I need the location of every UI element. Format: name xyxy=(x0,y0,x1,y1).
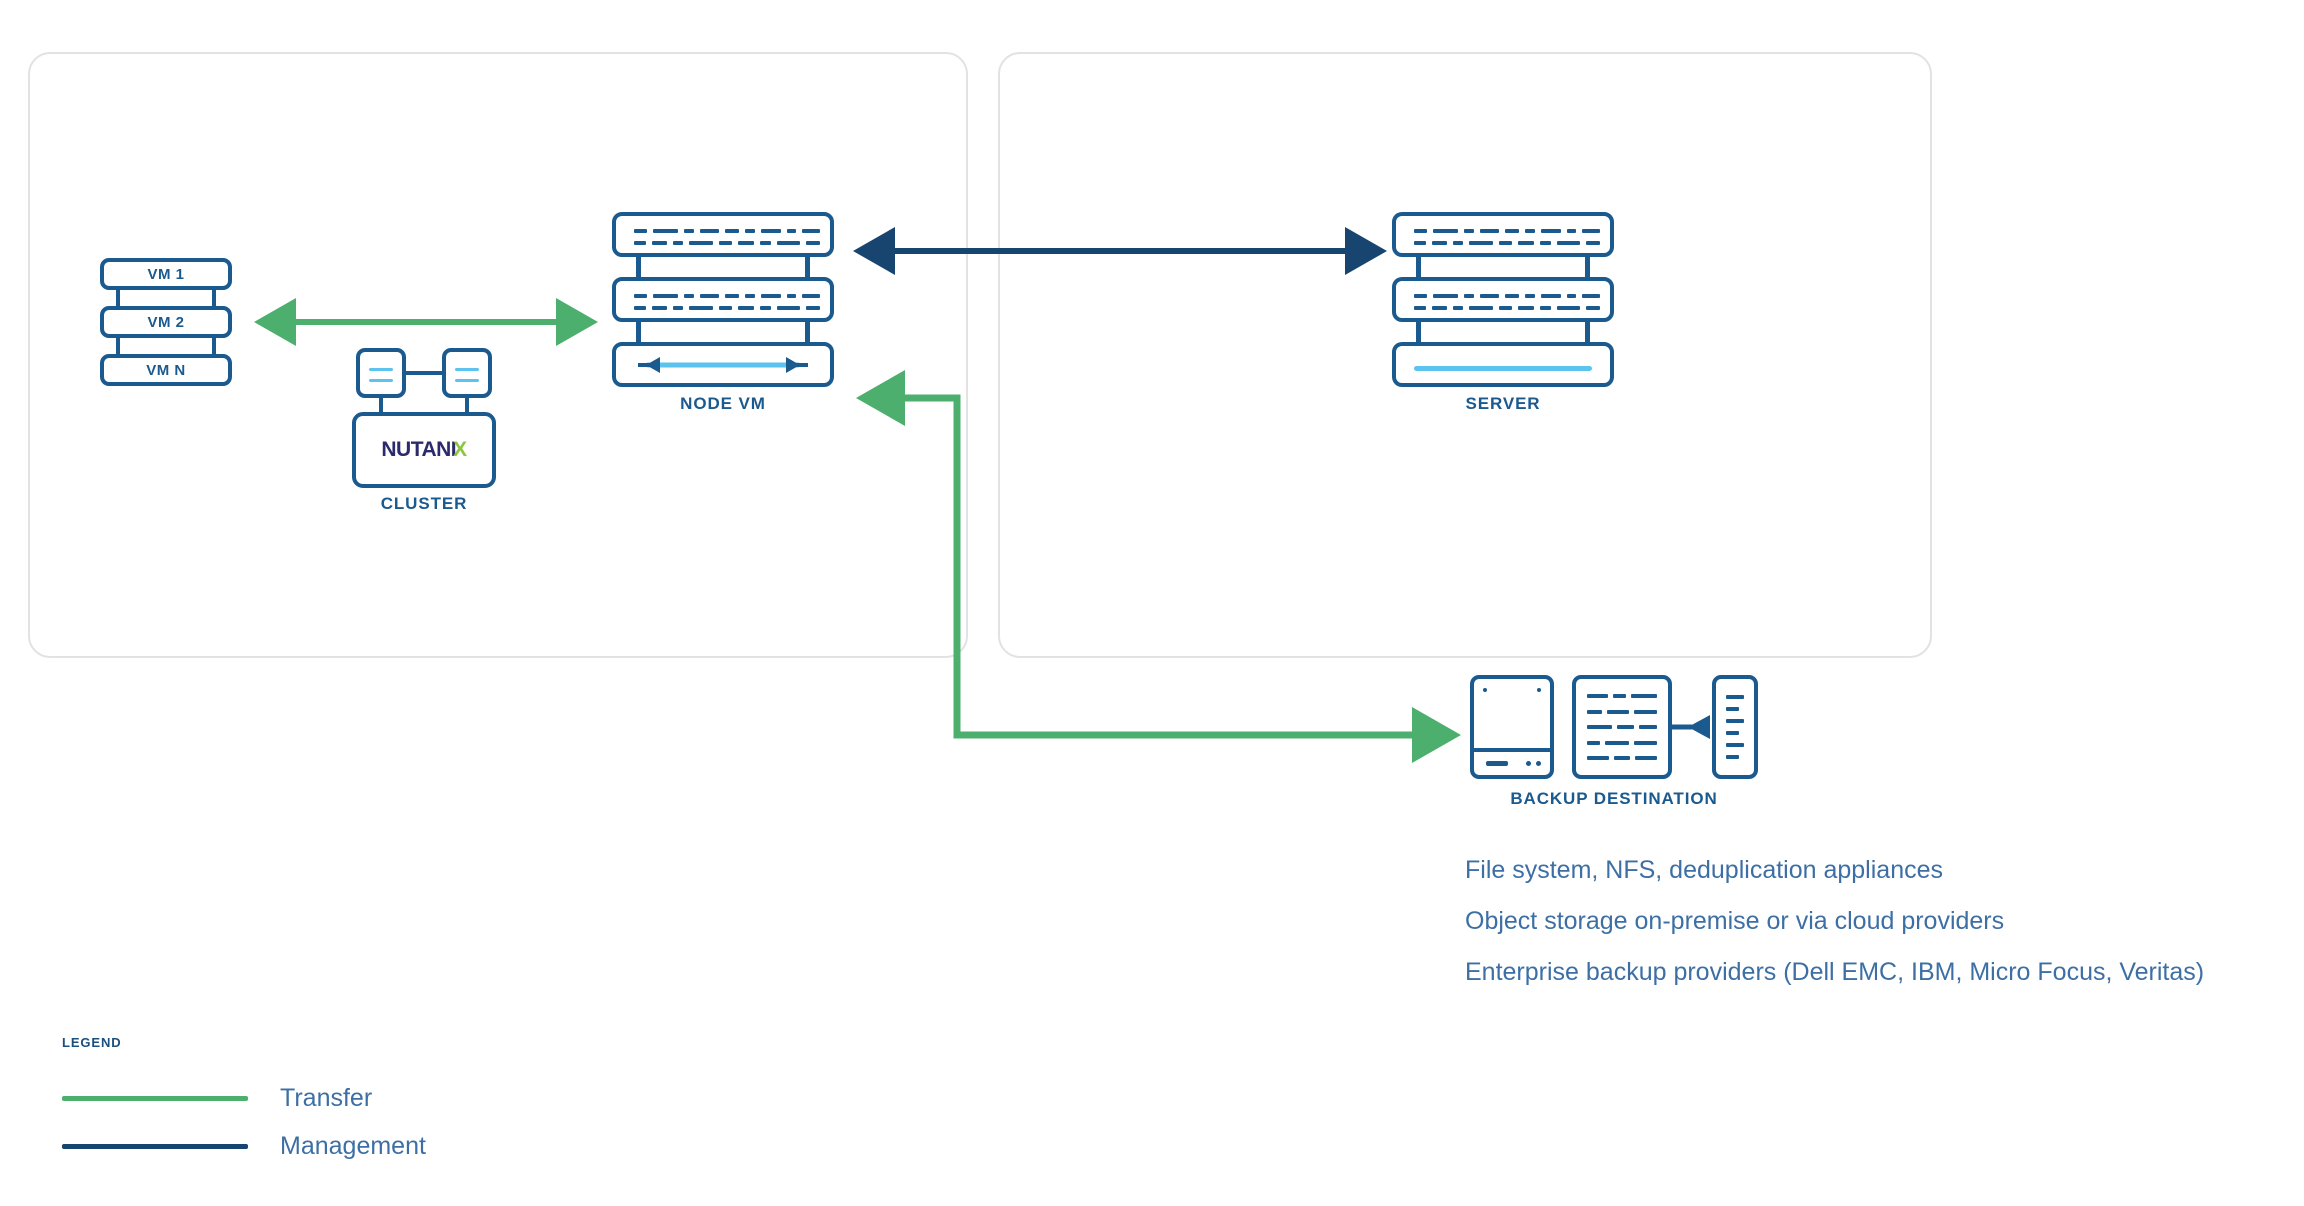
node-vm-box-middle xyxy=(612,277,834,322)
rack-connector-stub xyxy=(1416,257,1421,277)
rack-connector-stub xyxy=(1416,322,1421,342)
rack-connector-stub xyxy=(1585,322,1590,342)
disk-indicator-dot xyxy=(1536,761,1541,766)
vm-box-3: VM N xyxy=(100,354,232,386)
vm-box-1-label: VM 1 xyxy=(147,265,185,283)
disk-drive-icon xyxy=(1470,675,1554,779)
rack-connector-stub xyxy=(1585,257,1590,277)
cluster-caption: CLUSTER xyxy=(380,494,468,513)
cluster-node-box-left xyxy=(356,348,406,398)
archive-line xyxy=(1726,755,1739,759)
node-vm-caption: NODE VM xyxy=(680,394,766,413)
legend-swatch-management xyxy=(62,1143,248,1149)
archive-target-icon xyxy=(1712,675,1758,779)
legend-swatch-transfer xyxy=(62,1095,248,1101)
dash-row xyxy=(1414,306,1600,310)
disk-divider xyxy=(1474,748,1550,752)
server-box-middle xyxy=(1392,277,1614,322)
vm-connector-stub xyxy=(116,289,120,307)
server-box-top xyxy=(1392,212,1614,257)
dash-row xyxy=(634,294,820,298)
server-caption: SERVER xyxy=(1465,394,1541,413)
description-line: Object storage on-premise or via cloud p… xyxy=(1465,907,2005,935)
cluster-detail-line xyxy=(369,379,393,382)
vm-connector-stub xyxy=(116,337,120,355)
vm-box-1: VM 1 xyxy=(100,258,232,290)
legend-item-management: Management xyxy=(62,1122,482,1170)
legend-label-transfer: Transfer xyxy=(280,1083,373,1112)
disk-indicator-dot xyxy=(1526,761,1531,766)
nutanix-logo-x-accent: X xyxy=(453,438,467,461)
rack-connector-stub xyxy=(805,257,810,277)
vm-connector-stub xyxy=(212,289,216,307)
legend-title: LEGEND xyxy=(62,1035,122,1050)
dash-row xyxy=(634,241,820,245)
dash-row xyxy=(1414,229,1600,233)
disk-label-dash xyxy=(1486,761,1508,766)
legend-item-transfer: Transfer xyxy=(62,1074,482,1122)
cluster-detail-line xyxy=(455,368,479,371)
cluster-bridge-connector xyxy=(406,371,442,375)
archive-line xyxy=(1726,743,1744,747)
dash-row xyxy=(634,306,820,310)
cluster-vertical-connector xyxy=(379,398,383,414)
disk-screw-dot xyxy=(1537,688,1541,692)
grid-row xyxy=(1587,756,1657,760)
dash-row xyxy=(1414,294,1600,298)
grid-row xyxy=(1587,694,1657,698)
node-vm-box-bottom xyxy=(612,342,834,387)
node-vm-bidirectional-indicator xyxy=(638,357,808,373)
backup-destination-caption: BACKUP DESTINATION xyxy=(1510,789,1718,808)
server-icon: SERVER xyxy=(1392,212,1614,413)
legend: LEGEND Transfer Management xyxy=(62,1035,482,1170)
backup-destination-icon: BACKUP DESTINATION xyxy=(1470,675,1758,808)
grid-row xyxy=(1587,725,1657,729)
archive-line xyxy=(1726,695,1744,699)
cluster-vertical-connector xyxy=(465,398,469,414)
data-grid-icon xyxy=(1572,675,1672,779)
legend-label-management: Management xyxy=(280,1131,426,1160)
description-line: Enterprise backup providers (Dell EMC, I… xyxy=(1465,958,2205,986)
dash-row xyxy=(634,229,820,233)
cluster-detail-line xyxy=(455,379,479,382)
vm-box-2: VM 2 xyxy=(100,306,232,338)
vm-box-2-label: VM 2 xyxy=(147,313,185,331)
archive-line xyxy=(1726,707,1739,711)
description-line: File system, NFS, deduplication applianc… xyxy=(1465,856,1944,884)
node-vm-icon: NODE VM xyxy=(612,212,834,413)
server-status-line xyxy=(1414,366,1592,371)
backup-flow-arrow-icon xyxy=(1672,715,1710,739)
vm-stack: VM 1 VM 2 VM N xyxy=(100,258,232,386)
cluster-node-box-right xyxy=(442,348,492,398)
rack-connector-stub xyxy=(805,322,810,342)
dash-row xyxy=(1414,241,1600,245)
vm-box-3-label: VM N xyxy=(146,361,186,379)
server-box-bottom xyxy=(1392,342,1614,387)
nutanix-logo-text: NUTANI xyxy=(381,438,457,461)
rack-connector-stub xyxy=(636,257,641,277)
rack-connector-stub xyxy=(636,322,641,342)
archive-line xyxy=(1726,719,1744,723)
node-vm-box-top xyxy=(612,212,834,257)
archive-line xyxy=(1726,731,1739,735)
disk-screw-dot xyxy=(1483,688,1487,692)
backup-destination-description-list: File system, NFS, deduplication applianc… xyxy=(1465,845,2285,998)
grid-row xyxy=(1587,740,1657,745)
grid-row xyxy=(1587,709,1657,714)
cluster-detail-line xyxy=(369,368,393,371)
vm-connector-stub xyxy=(212,337,216,355)
